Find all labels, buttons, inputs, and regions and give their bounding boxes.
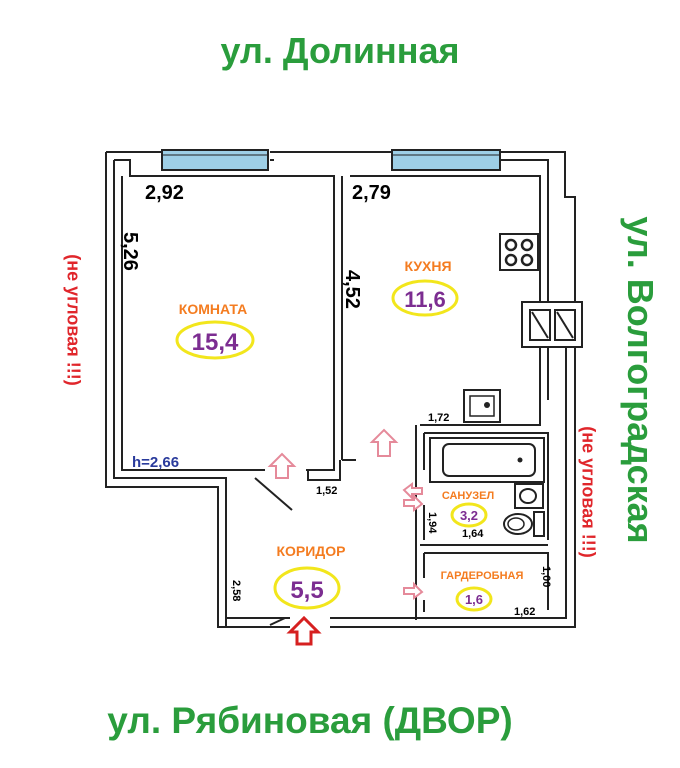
bathroom-area: 3,2 [460, 508, 478, 523]
corridor-opening-dim: 1,52 [316, 485, 337, 497]
wardrobe-width-dim: 1,62 [514, 606, 535, 618]
room-area: 15,4 [192, 329, 239, 356]
bathroom-length-dim: 1,94 [426, 512, 438, 534]
wardrobe-name: ГАРДЕРОБНАЯ [441, 570, 524, 582]
room-length-dim: 5,26 [119, 232, 141, 271]
corridor-area-ring [273, 566, 341, 610]
vent-icon [521, 301, 583, 348]
window-room [161, 149, 269, 171]
bathroom-top-dim: 1,72 [428, 412, 449, 424]
kitchen-area-ring [391, 279, 459, 317]
street-bottom-label: ул. Рябиновая (ДВОР) [107, 700, 513, 741]
room-height: h=2,66 [132, 454, 179, 471]
door-arrow-icon [267, 428, 424, 600]
street-top-label: ул. Долинная [220, 30, 460, 71]
room-width-dim: 2,92 [145, 182, 184, 204]
inner-walls [121, 175, 549, 627]
entrance-arrow-icon [286, 615, 322, 646]
wardrobe-area-ring [455, 586, 493, 612]
kitchen-area: 11,6 [404, 287, 446, 312]
room-name: КОМНАТА [179, 301, 247, 317]
toilet-icon [503, 511, 545, 537]
bathroom-area-ring [450, 502, 488, 528]
kitchen-width-dim: 2,79 [352, 182, 391, 204]
washbasin-icon [514, 483, 544, 509]
corridor-width-dim: 2,58 [230, 580, 242, 601]
window-kitchen [391, 149, 501, 171]
stove-icon [499, 233, 539, 271]
bathroom-width-dim: 1,64 [462, 528, 484, 540]
wardrobe-length-dim: 1,00 [540, 566, 552, 587]
bathtub-icon [429, 437, 545, 483]
bathroom-name: САНУЗЕЛ [442, 490, 494, 502]
kitchen-name: КУХНЯ [404, 258, 451, 274]
corridor-name: КОРИДОР [276, 543, 345, 559]
wardrobe-area: 1,6 [465, 592, 483, 607]
corridor-area: 5,5 [290, 577, 323, 604]
kitchen-length-dim: 4,52 [341, 270, 363, 309]
outer-walls [105, 151, 576, 628]
room-area-ring [175, 320, 255, 360]
sink-icon [463, 389, 501, 423]
